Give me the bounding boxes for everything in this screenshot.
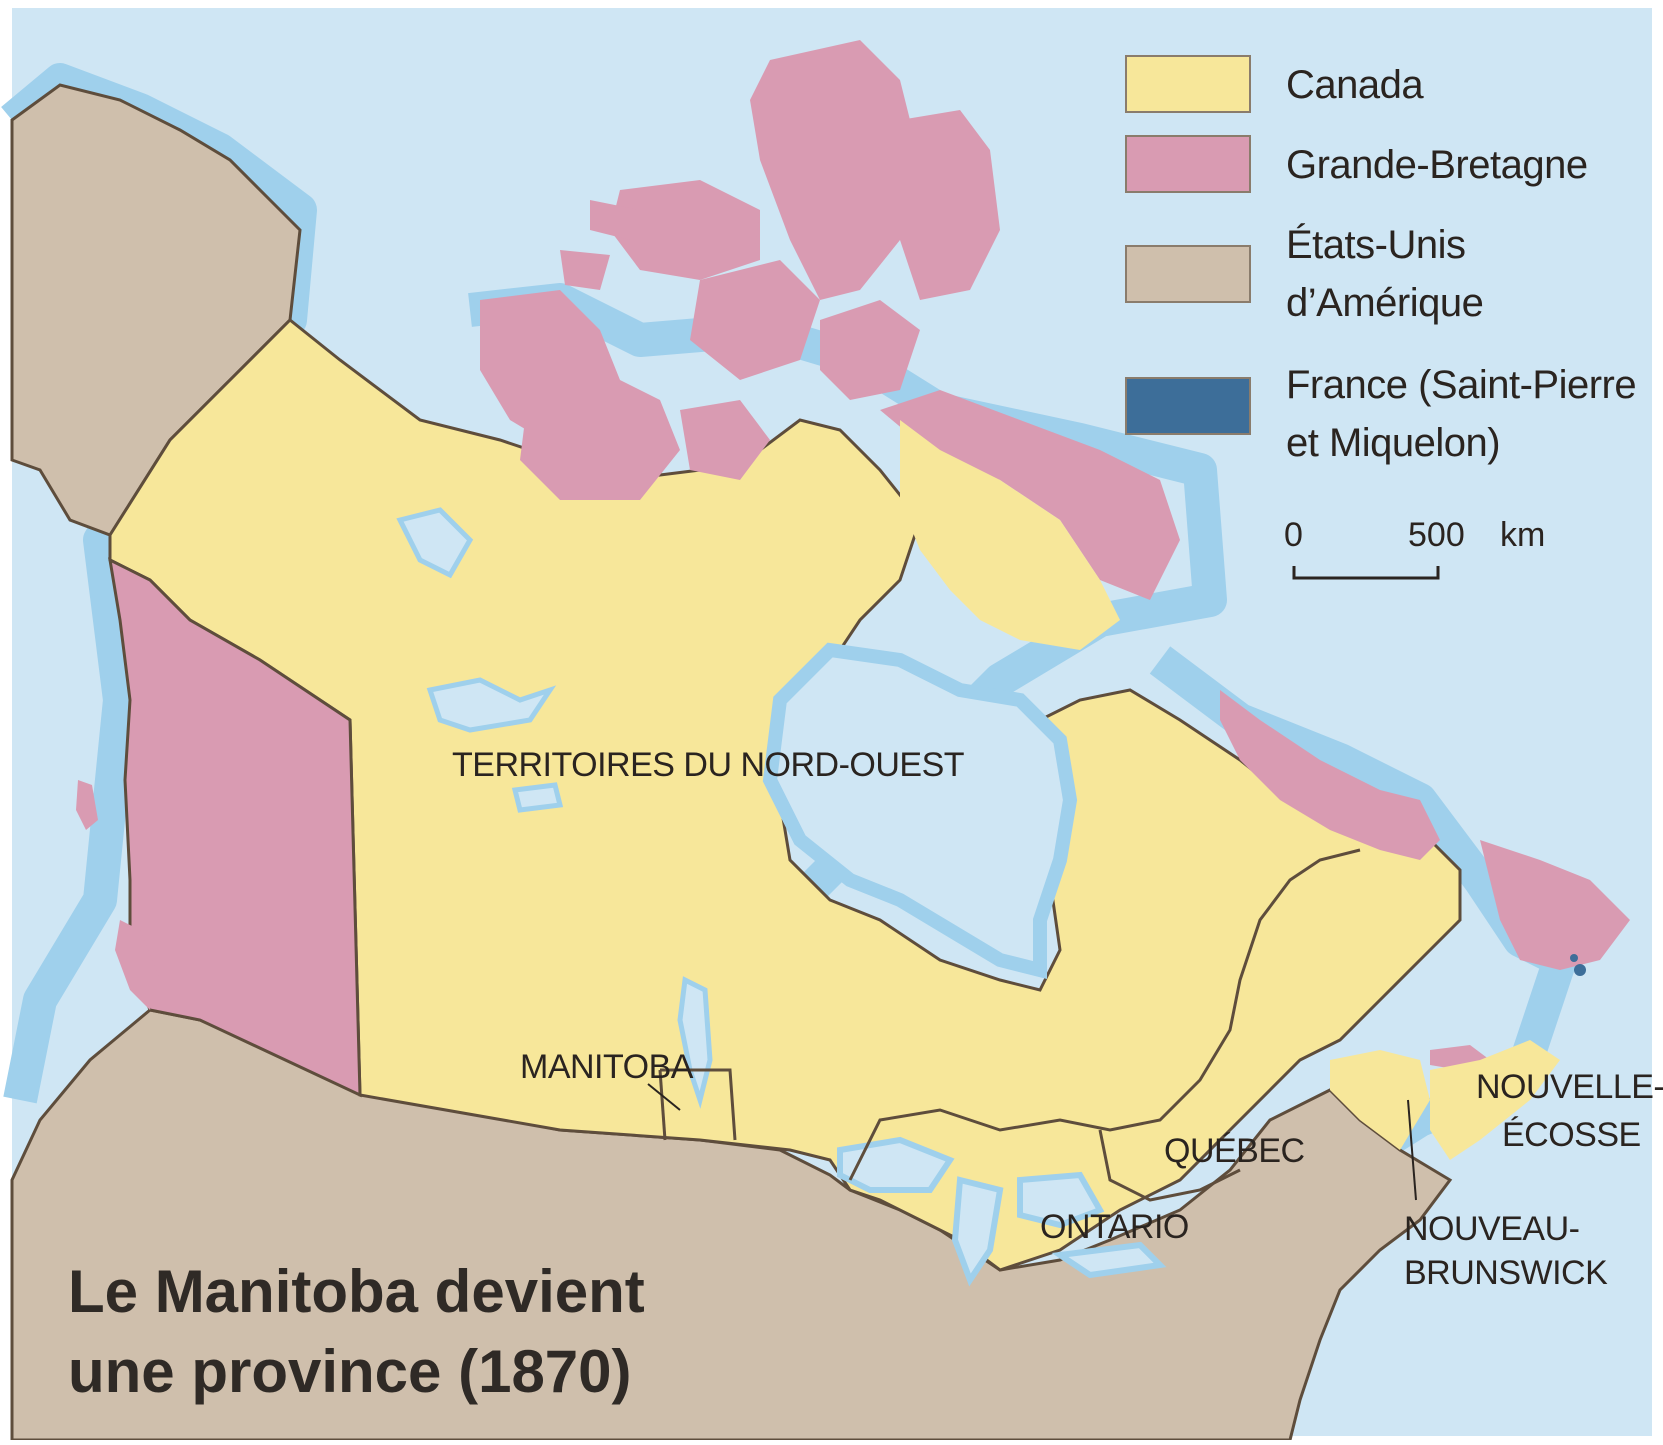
region-new-brunswick <box>1330 1050 1430 1150</box>
legend-swatch-united-states <box>1125 245 1251 303</box>
label-new-brunswick-line1: NOUVEAU- <box>1404 1210 1579 1248</box>
internal-borders <box>658 848 1361 1202</box>
legend-label-france-line2: et Miquelon) <box>1286 421 1500 465</box>
legend-label-united-states-line2: d’Amérique <box>1286 281 1483 325</box>
legend-label-great-britain: Grande-Bretagne <box>1286 143 1588 187</box>
legend-swatch-france <box>1125 377 1251 435</box>
region-saint-pierre-miquelon-2 <box>1570 954 1578 962</box>
region-haida-gwaii <box>76 780 98 830</box>
map-title-line1: Le Manitoba devient <box>68 1258 645 1325</box>
legend-label-canada: Canada <box>1286 63 1424 107</box>
scale-bar: 0 500 km <box>1284 516 1545 580</box>
region-nova-scotia <box>1430 1040 1560 1160</box>
legend: Canada Grande-Bretagne États-Unis d’Amér… <box>1125 55 1637 465</box>
internal-lakes <box>396 507 713 1109</box>
leader-manitoba <box>647 1083 681 1111</box>
region-british-columbia <box>108 557 362 1098</box>
map-title-line2: une province (1870) <box>68 1338 632 1405</box>
label-manitoba: MANITOBA <box>520 1048 694 1086</box>
hudson-bay <box>762 642 1078 979</box>
arctic-archipelago <box>480 40 1180 600</box>
region-labrador <box>1220 690 1440 860</box>
legend-swatch-canada <box>1125 55 1251 113</box>
label-ontario: ONTARIO <box>1040 1208 1189 1246</box>
label-quebec: QUÉBEC <box>1164 1132 1305 1170</box>
legend-label-united-states-line1: États-Unis <box>1286 222 1466 267</box>
label-nova-scotia-line1: NOUVELLE- <box>1476 1068 1663 1106</box>
scale-start: 0 <box>1284 516 1303 554</box>
great-lakes <box>837 1136 1167 1287</box>
scale-end: 500 <box>1408 516 1465 554</box>
scale-unit: km <box>1500 516 1545 554</box>
legend-swatch-great-britain <box>1125 135 1251 193</box>
label-nwt: TERRITOIRES DU NORD-OUEST <box>452 746 964 784</box>
region-newfoundland <box>1480 840 1630 970</box>
label-nova-scotia-line2: ÉCOSSE <box>1502 1116 1641 1154</box>
scale-line <box>1292 566 1440 580</box>
label-new-brunswick-line2: BRUNSWICK <box>1404 1254 1608 1292</box>
region-baffin-canada <box>900 420 1120 650</box>
region-vancouver-island <box>115 920 160 1010</box>
leader-new-brunswick <box>1407 1099 1417 1201</box>
region-saint-pierre-miquelon <box>1574 964 1586 976</box>
legend-label-france-line1: France (Saint-Pierre <box>1286 363 1636 407</box>
